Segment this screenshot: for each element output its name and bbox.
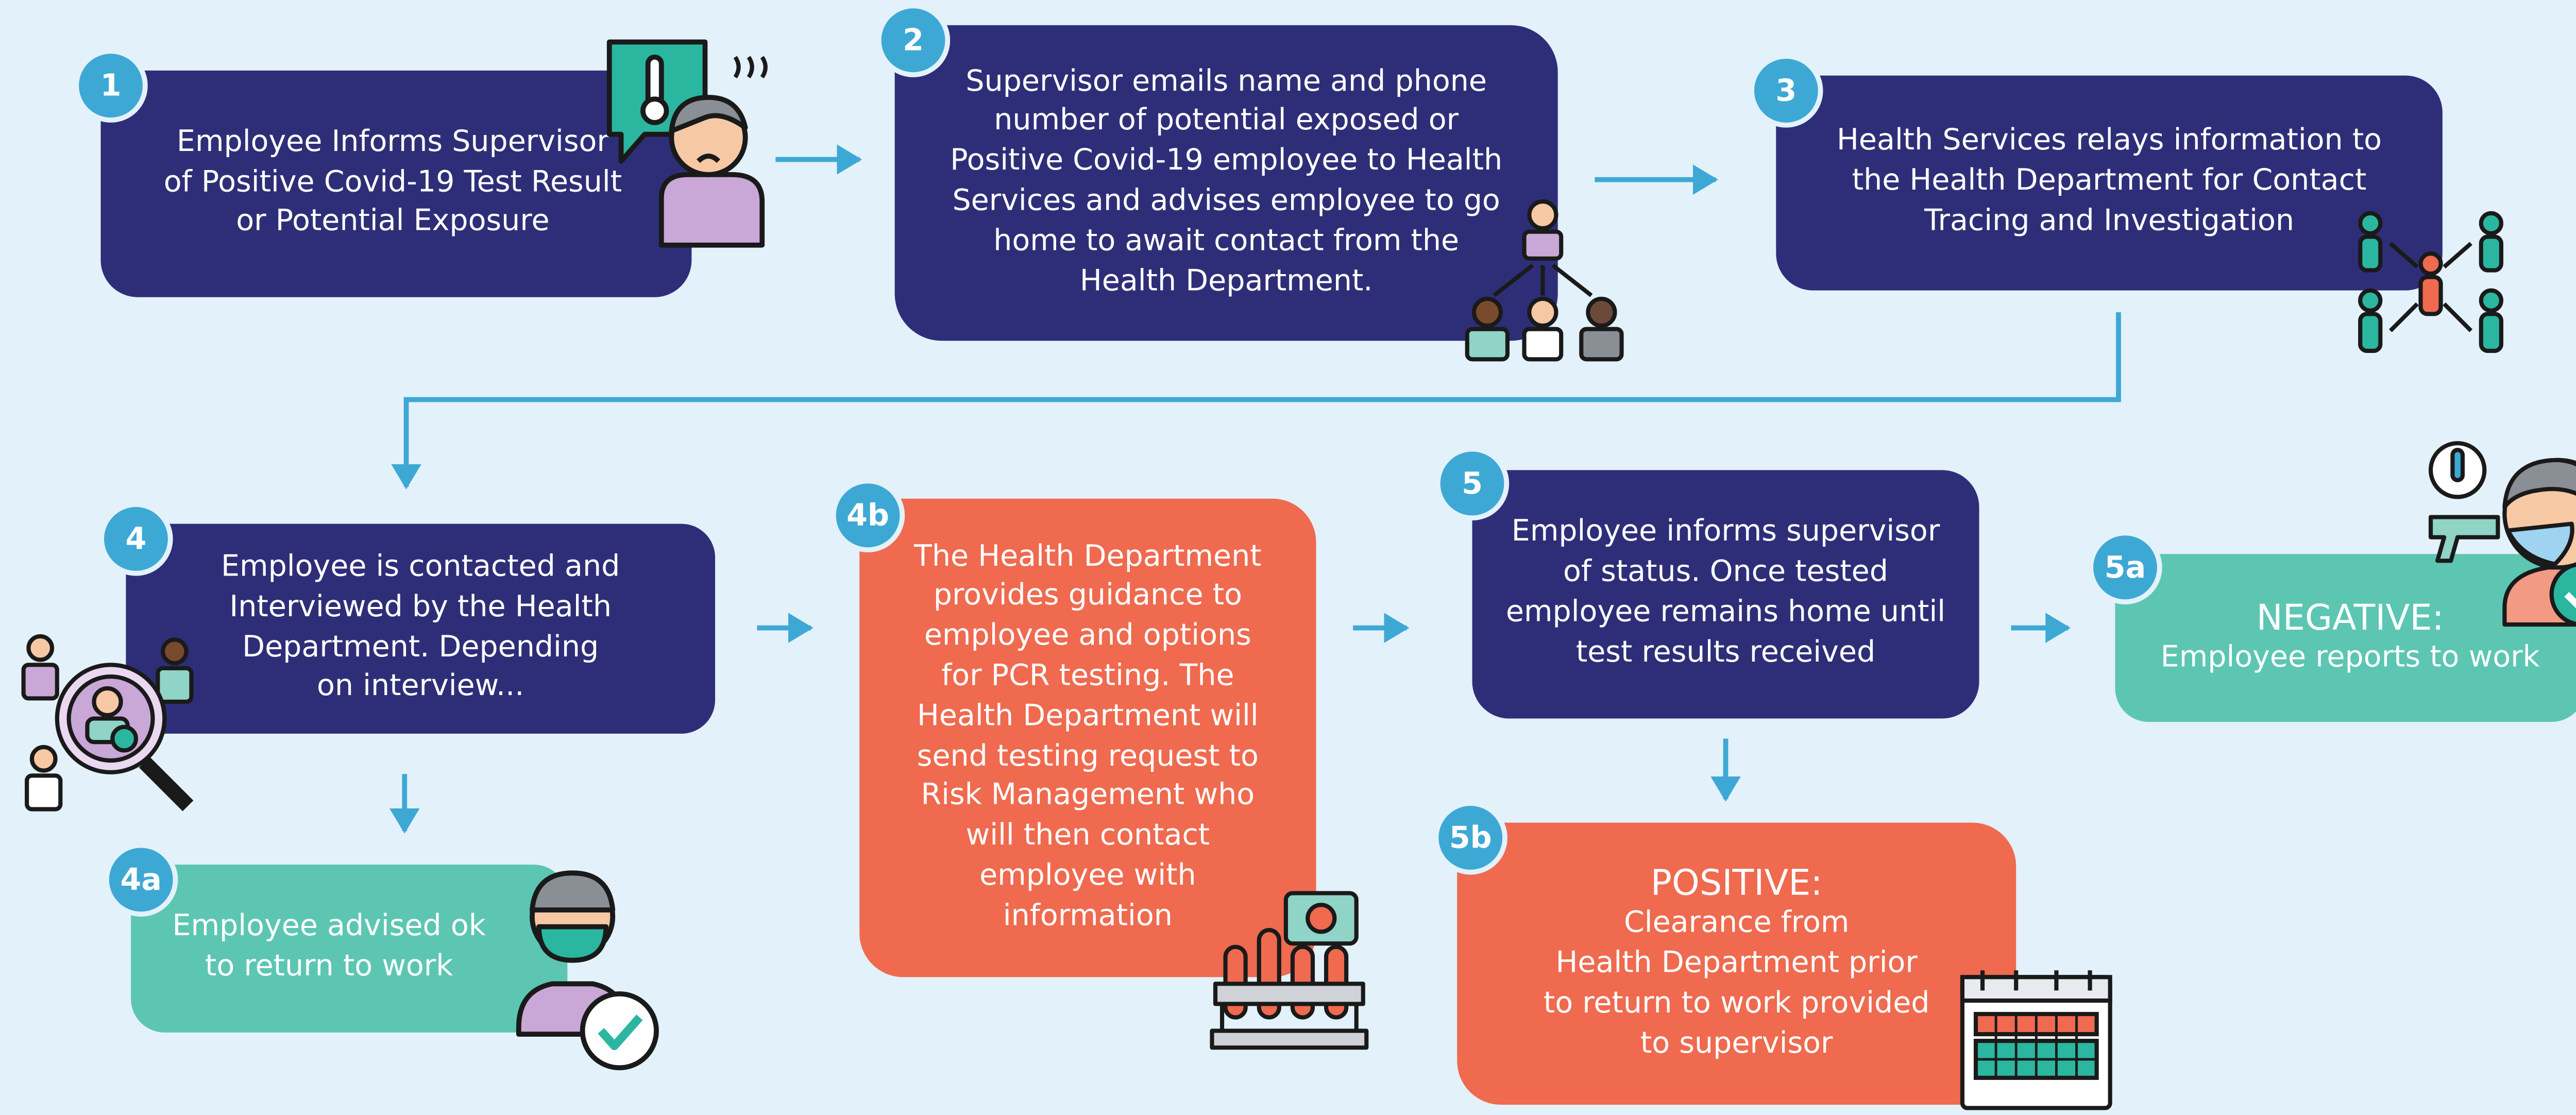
arrow-3-to-4	[391, 312, 2121, 489]
calendar-icon	[1960, 970, 2112, 1110]
step-5b-line-2: Health Department prior	[1555, 947, 1918, 981]
step-2-badge: 2	[876, 3, 951, 77]
step-5b-heading: POSITIVE:	[1650, 864, 1823, 904]
step-4-line-3: Department. Depending	[242, 630, 599, 664]
step-2-line-2: number of potential exposed or	[994, 105, 1459, 139]
step-2-line-3: Positive Covid-19 employee to Health	[950, 144, 1503, 179]
step-1-line-2: of Positive Covid-19 Test Result	[163, 165, 622, 199]
step-4b-line-2: provides guidance to	[933, 580, 1242, 614]
supervisor-hierarchy-icon	[1465, 199, 1624, 362]
step-3-line-2: the Health Department for Contact	[1852, 164, 2367, 198]
step-5-line-3: employee remains home until	[1505, 596, 1946, 630]
step-5-box: Employee informs supervisor of status. O…	[1472, 470, 1979, 719]
step-4b-box: The Health Department provides guidance …	[859, 498, 1316, 977]
step-1-line-1: Employee Informs Supervisor	[176, 125, 609, 159]
thermometer-sick-person-icon	[606, 39, 768, 248]
step-4b-line-9: employee with	[979, 859, 1196, 893]
masked-worker-check-icon	[516, 870, 659, 1071]
step-4a-box: Employee advised ok to return to work	[131, 865, 568, 1033]
masked-person-thermometer-icon	[2428, 441, 2576, 627]
step-5-badge: 5	[1435, 446, 1510, 521]
step-5-line-2: of status. Once tested	[1563, 556, 1888, 590]
step-5a-badge: 5a	[2088, 530, 2162, 604]
step-3-line-3: Tracing and Investigation	[1924, 205, 2295, 239]
step-4a-line-1: Employee advised ok	[172, 910, 486, 944]
magnifier-interview-icon	[21, 634, 194, 812]
step-4-box: Employee is contacted and Interviewed by…	[126, 523, 716, 734]
step-5b-line-3: to return to work provided	[1543, 987, 1930, 1021]
step-1-box: Employee Informs Supervisor of Positive …	[100, 70, 692, 297]
step-5-line-1: Employee informs supervisor	[1511, 516, 1940, 550]
step-4b-line-1: The Health Department	[914, 539, 1262, 573]
step-4b-line-6: send testing request to	[917, 739, 1259, 773]
step-5b-badge: 5b	[1433, 801, 1507, 875]
step-5b-line-4: to supervisor	[1640, 1027, 1833, 1061]
step-4a-line-2: to return to work	[205, 950, 453, 984]
step-4-badge: 4	[99, 502, 173, 576]
test-tubes-virus-icon	[1210, 891, 1369, 1050]
step-3-badge: 3	[1749, 54, 1823, 128]
step-4-line-1: Employee is contacted and	[221, 550, 620, 584]
step-5-line-4: test results received	[1575, 636, 1876, 670]
step-4b-line-8: will then contact	[965, 819, 1210, 853]
step-4a-badge: 4a	[104, 842, 178, 917]
step-4b-line-5: Health Department will	[917, 699, 1259, 733]
step-2-line-4: Services and advises employee to go	[952, 184, 1500, 218]
step-2-line-1: Supervisor emails name and phone	[965, 64, 1487, 98]
step-2-box: Supervisor emails name and phone number …	[894, 25, 1558, 341]
step-4b-line-3: employee and options	[924, 619, 1251, 653]
step-4b-line-4: for PCR testing. The	[941, 660, 1234, 694]
step-5b-box: POSITIVE: Clearance from Health Departme…	[1457, 822, 2016, 1105]
step-2-line-6: Health Department.	[1079, 264, 1373, 298]
step-3-line-1: Health Services relays information to	[1837, 125, 2382, 159]
step-4-line-4: on interview...	[316, 670, 524, 704]
step-1-line-3: or Potential Exposure	[236, 205, 550, 239]
step-5b-line-1: Clearance from	[1623, 907, 1850, 941]
step-1-badge: 1	[74, 48, 148, 123]
step-5a-line-1: Employee reports to work	[2160, 641, 2540, 675]
step-4b-badge: 4b	[831, 478, 905, 552]
step-3-box: Health Services relays information to th…	[1776, 75, 2443, 291]
step-5a-heading: NEGATIVE:	[2256, 598, 2444, 638]
step-2-line-5: home to await contact from the	[993, 224, 1460, 259]
step-4-line-2: Interviewed by the Health	[229, 590, 612, 624]
contact-tracing-network-icon	[2358, 211, 2503, 353]
step-4b-line-10: information	[1003, 899, 1173, 933]
step-5a-box: NEGATIVE: Employee reports to work	[2115, 554, 2576, 722]
step-4b-line-7: Risk Management who	[921, 779, 1255, 813]
